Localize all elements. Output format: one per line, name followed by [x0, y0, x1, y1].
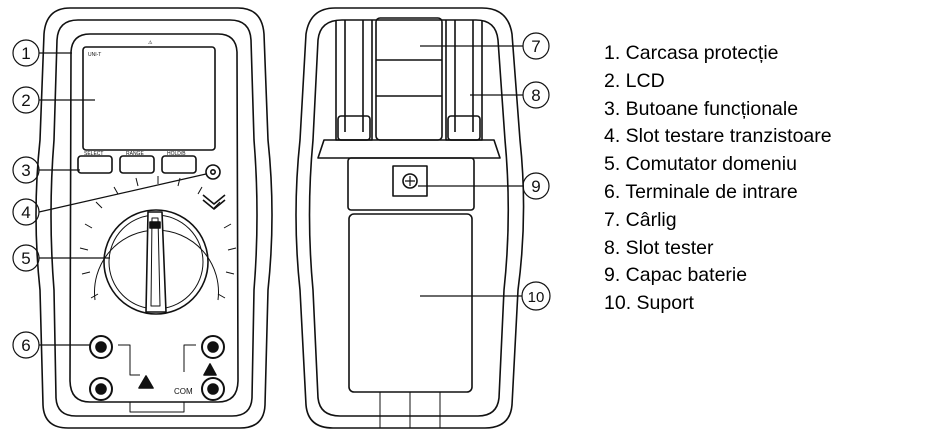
warning-triangle-left — [138, 375, 154, 389]
callout-9-number: 9 — [531, 177, 540, 196]
range-button[interactable] — [119, 155, 155, 174]
legend-item-10: 10. Suport — [604, 292, 694, 315]
terminal-markings — [118, 344, 196, 413]
dial-ticks — [79, 176, 237, 299]
back-top-panel — [317, 139, 501, 159]
legend-item-5: 5. Comutator domeniu — [604, 153, 797, 176]
callout-10-number: 10 — [528, 289, 545, 306]
parts-legend: 1. Carcasa protecție 2. LCD 3. Butoane f… — [604, 40, 832, 318]
legend-item-8: 8. Slot tester — [604, 236, 714, 259]
legend-item-3: 3. Butoane funcționale — [604, 97, 799, 120]
chevron-marks — [202, 194, 226, 210]
select-button[interactable] — [77, 155, 113, 174]
tester-slots — [335, 20, 483, 141]
stand — [348, 213, 473, 393]
callout-5-number: 5 — [21, 249, 30, 268]
hook — [375, 17, 443, 141]
select-button-label: SELECT — [84, 151, 103, 157]
input-terminals — [89, 335, 225, 401]
warning-symbol: ⚠ — [148, 40, 153, 46]
com-label: COM — [174, 387, 193, 396]
lcd-display — [82, 46, 216, 151]
hold-button-label: HOLD/B — [167, 151, 186, 157]
legend-item-1: 1. Carcasa protecție — [604, 42, 779, 64]
back-view — [295, 7, 525, 429]
rotary-switch[interactable] — [103, 209, 209, 315]
front-view: UNI-T ⚠ SELECT RANGE HOLD/B — [35, 7, 273, 429]
back-holster-inner — [308, 19, 510, 417]
hold-button[interactable] — [161, 155, 197, 174]
callout-7-number: 7 — [531, 37, 540, 56]
legend-item-7: 7. Cârlig — [604, 208, 677, 231]
callout-8-number: 8 — [531, 86, 540, 105]
front-holster-inner — [50, 19, 258, 417]
warning-triangle-right — [203, 363, 217, 376]
callout-4-number: 4 — [21, 203, 30, 222]
battery-cover-screw-plate — [392, 165, 428, 197]
front-body — [69, 33, 239, 403]
legend-item-6: 6. Terminale de intrare — [604, 180, 798, 203]
battery-cover-screw — [402, 173, 418, 189]
range-button-label: RANGE — [126, 151, 144, 157]
transistor-slot — [205, 164, 221, 180]
battery-cover — [347, 157, 475, 211]
legend-item-4: 4. Slot testare tranzistoare — [604, 125, 832, 148]
front-holster-outline — [35, 7, 273, 429]
callout-3-number: 3 — [21, 161, 30, 180]
back-holster-outline — [295, 7, 525, 429]
legend-item-9: 9. Capac baterie — [604, 264, 748, 287]
legend-item-2: 2. LCD — [604, 69, 665, 92]
callouts — [12, 32, 551, 359]
callout-1-number: 1 — [21, 44, 30, 63]
model-label: UNI-T — [88, 52, 101, 58]
callout-2-number: 2 — [21, 91, 30, 110]
callout-6-number: 6 — [21, 336, 30, 355]
